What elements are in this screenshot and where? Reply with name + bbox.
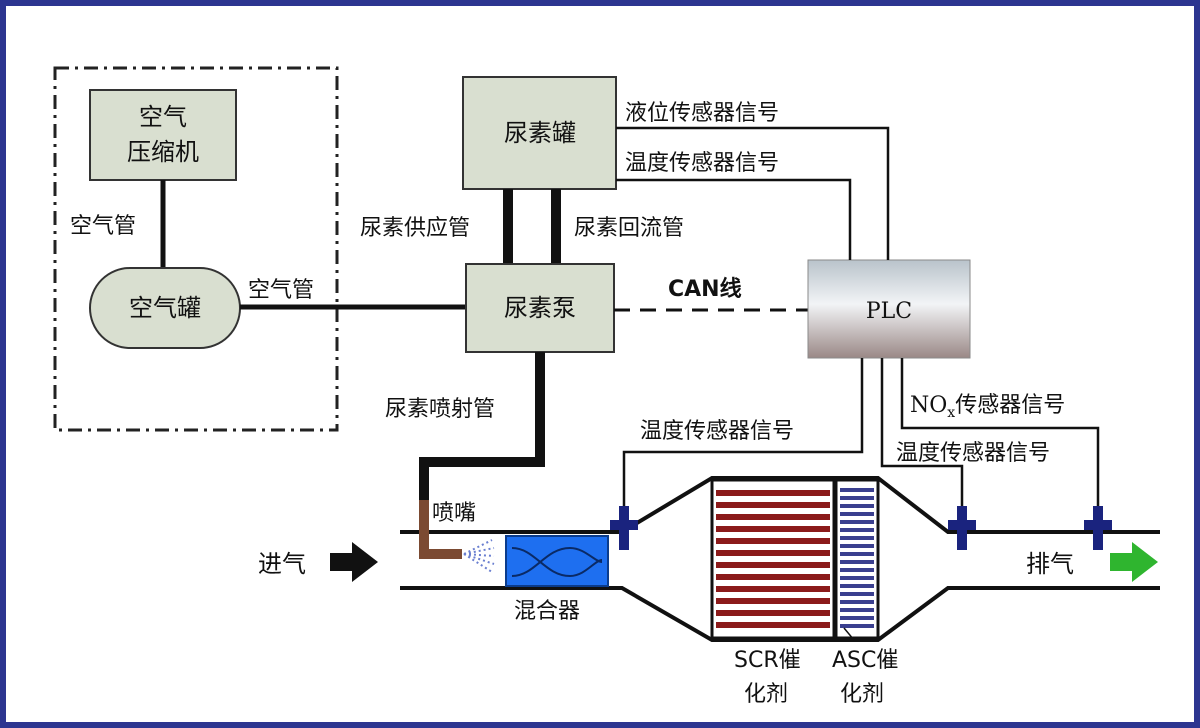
asc-catalyst [834,478,880,640]
level-signal-label: 液位传感器信号 [625,101,779,126]
catalyst-stripe [840,568,874,572]
downstream-temp-signal-label: 温度传感器信号 [896,441,1050,466]
catalyst-stripe [840,552,874,556]
exhaust-lower-wall [400,586,1160,642]
air-tank-label: 空气罐 [129,294,201,322]
catalyst-stripe [840,488,874,492]
mixer-icon [511,546,603,578]
urea-supply-pipe [503,189,513,264]
air-supply-enclosure [53,66,339,432]
catalyst-stripe [840,512,874,516]
mixer-label: 混合器 [514,599,580,624]
urea-return-pipe-label: 尿素回流管 [574,216,684,241]
exhaust-upper-wall [400,476,1160,534]
urea-tank-label: 尿素罐 [504,119,576,147]
catalyst-stripe [840,528,874,532]
asc-label-line1: ASC催 [832,648,898,673]
catalyst-stripe [840,560,874,564]
air-pipe-vertical-label: 空气管 [70,214,136,239]
scr-catalyst-stripes [716,490,830,628]
upstream-temp-signal-label: 温度传感器信号 [640,419,794,444]
catalyst-stripe [840,624,874,628]
catalyst-stripe [840,544,874,548]
catalyst-stripe [716,514,830,520]
nox-sensor-icon [1084,506,1112,550]
scr-label-line2: 化剂 [744,682,788,707]
asc-catalyst-stripes [840,488,874,628]
catalyst-stripe [716,538,830,544]
catalyst-stripe [716,526,830,532]
catalyst-stripe [716,586,830,592]
catalyst-stripe [716,574,830,580]
catalyst-stripe [840,576,874,580]
scr-label-line1: SCR催 [734,648,801,673]
air-compressor-label-line2: 压缩机 [127,138,199,166]
asc-leader-line [843,627,855,641]
spray-pattern [463,539,495,573]
catalyst-stripe [716,562,830,568]
catalyst-stripe [840,616,874,620]
urea-supply-pipe-label: 尿素供应管 [360,216,470,241]
catalyst-stripe [840,592,874,596]
plc-label: PLC [866,299,912,324]
outlet-arrow-icon [1110,542,1158,582]
urea-injector [419,500,462,559]
upstream-temp-sensor-icon [610,506,638,550]
asc-label-line2: 化剂 [840,682,884,707]
urea-return-pipe [551,189,561,264]
catalyst-stripe [840,600,874,604]
nozzle-label: 喷嘴 [432,501,476,526]
level-signal-line [616,126,890,260]
catalyst-stripe [716,490,830,496]
can-bus-label: CAN线 [668,276,742,302]
catalyst-stripe [716,598,830,604]
outlet-label: 排气 [1026,550,1074,578]
air-compressor-label-line1: 空气 [139,103,187,131]
urea-injection-pipe-label: 尿素喷射管 [385,397,495,422]
tank-temp-signal-line [616,178,852,260]
catalyst-stripe [840,520,874,524]
catalyst-stripe [840,608,874,612]
catalyst-stripe [840,584,874,588]
catalyst-stripe [840,504,874,508]
urea-tank-box [462,76,617,190]
nox-signal-label: NOx传感器信号 [910,393,1065,421]
tank-temp-signal-label: 温度传感器信号 [625,151,779,176]
nox-signal-line [900,358,1100,516]
downstream-temp-signal-line [880,358,964,516]
catalyst-stripe [840,496,874,500]
urea-pump-box [465,263,615,353]
urea-pump-label: 尿素泵 [504,294,576,322]
inlet-arrow-icon [330,542,378,582]
catalyst-stripe [716,610,830,616]
upstream-temp-signal-line [622,358,864,516]
catalyst-stripe [716,622,830,628]
inlet-label: 进气 [258,550,306,578]
catalyst-stripe [716,502,830,508]
catalyst-stripe [840,536,874,540]
air-compressor-box [89,89,237,181]
urea-injection-pipe [419,352,545,520]
mixer-block [505,535,609,587]
catalyst-stripe [716,550,830,556]
downstream-temp-sensor-icon [948,506,976,550]
air-pipe-horizontal-label: 空气管 [248,278,314,303]
